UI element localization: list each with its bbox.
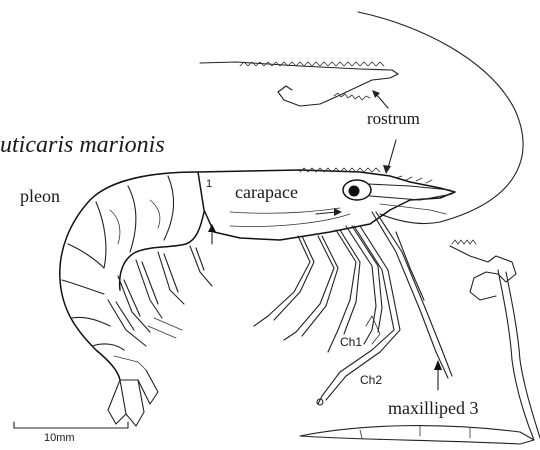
carapace-drawing <box>198 168 455 240</box>
segment-pointer-arrowhead <box>208 224 216 232</box>
carapace-pointer-arrowhead <box>334 208 342 216</box>
pleon-label: pleon <box>20 186 60 206</box>
pleopods <box>108 246 212 346</box>
scale-bar <box>14 422 128 428</box>
carapace-label: carapace <box>235 182 298 202</box>
ch1-label: Ch1 <box>340 335 362 349</box>
rostrum-label: rostrum <box>367 109 420 128</box>
pereopods <box>254 212 452 405</box>
scale-bar-label: 10mm <box>44 432 75 444</box>
carapace-pointer-arrow <box>316 212 336 214</box>
rostrum-to-body-arrow <box>388 140 396 168</box>
species-name: uticaris marionis <box>0 132 165 158</box>
segment-mark: 1 <box>206 178 212 190</box>
ch2-label: Ch2 <box>360 373 382 387</box>
tail-fan <box>108 356 158 426</box>
maxilliped-label: maxilliped 3 <box>388 398 478 418</box>
eye-pupil <box>349 186 360 197</box>
rostrum-detail-drawing <box>200 62 398 106</box>
pleon-drawing <box>60 172 204 380</box>
rostrum-to-body-arrowhead <box>383 165 391 174</box>
rostrum-pointer-arrow <box>376 94 388 108</box>
